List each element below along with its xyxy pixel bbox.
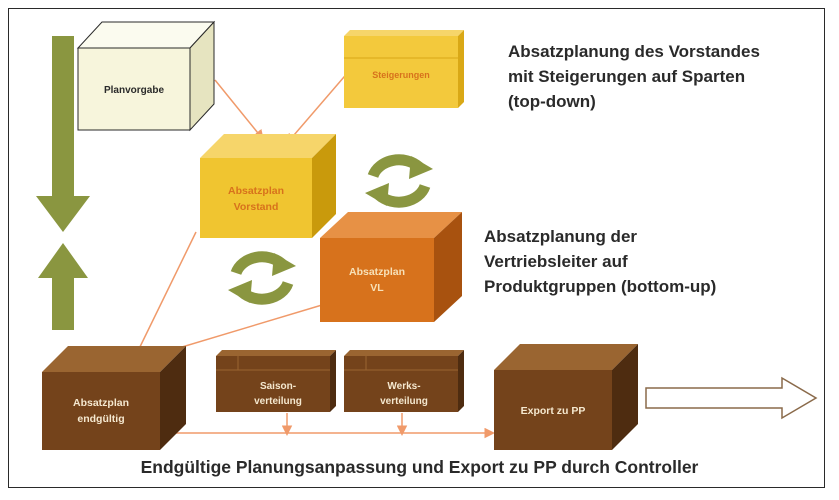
box-steigerungen: Steigerungen xyxy=(344,30,464,108)
note-bottom-up-line-2: Vertriebsleiter auf xyxy=(484,252,628,271)
connector-vorstand-to-endgueltig xyxy=(134,231,197,358)
down-arrow-icon xyxy=(36,36,90,232)
cycle-icon-upper xyxy=(365,154,433,208)
box-werksverteilung-label-1: Werks- xyxy=(387,381,420,392)
connector-steigerungen-to-vorstand xyxy=(286,69,351,145)
box-absatzplan-endgueltig-label-1: Absatzplan xyxy=(73,397,129,409)
box-saisonverteilung-label-1: Saison- xyxy=(260,381,296,392)
note-bottom-up-line-1: Absatzplanung der xyxy=(484,227,638,246)
note-top-down-line-3: (top-down) xyxy=(508,92,596,111)
note-top-down-line-1: Absatzplanung des Vorstandes xyxy=(508,42,760,61)
box-steigerungen-label: Steigerungen xyxy=(372,70,430,80)
box-saisonverteilung-label-2: verteilung xyxy=(254,396,302,407)
box-planvorgabe: Planvorgabe xyxy=(76,20,216,132)
box-export-pp-label: Export zu PP xyxy=(521,405,586,417)
up-arrow-icon xyxy=(38,243,88,330)
note-bottom-up-line-3: Produktgruppen (bottom-up) xyxy=(484,277,717,296)
box-export-pp: Export zu PP xyxy=(494,344,638,450)
box-absatzplan-vorstand-label-1: Absatzplan xyxy=(228,185,284,197)
export-arrow-icon xyxy=(645,376,818,420)
note-top-down-line-2: mit Steigerungen auf Sparten xyxy=(508,67,746,86)
box-absatzplan-vorstand: Absatzplan Vorstand xyxy=(200,134,336,238)
box-absatzplan-endgueltig-label-2: endgültig xyxy=(77,413,124,425)
connector-bottom-flow xyxy=(162,413,495,439)
box-absatzplan-endgueltig: Absatzplan endgültig xyxy=(42,346,186,450)
connector-planvorgabe-to-vorstand xyxy=(214,79,264,141)
box-werksverteilung: Werks- verteilung xyxy=(344,350,464,412)
cycle-icon-lower xyxy=(228,251,296,305)
box-saisonverteilung: Saison- verteilung xyxy=(216,350,336,412)
box-absatzplan-vorstand-label-2: Vorstand xyxy=(234,201,279,213)
box-absatzplan-vl: Absatzplan VL xyxy=(320,212,462,322)
box-planvorgabe-label: Planvorgabe xyxy=(104,85,164,96)
box-absatzplan-vl-label-1: Absatzplan xyxy=(349,266,405,278)
diagram-caption: Endgültige Planungsanpassung und Export … xyxy=(140,457,699,477)
note-bottom-up: Absatzplanung der Vertriebsleiter auf Pr… xyxy=(484,224,716,299)
note-top-down: Absatzplanung des Vorstandes mit Steiger… xyxy=(508,39,760,114)
box-werksverteilung-label-2: verteilung xyxy=(380,396,428,407)
box-absatzplan-vl-label-2: VL xyxy=(370,282,384,294)
